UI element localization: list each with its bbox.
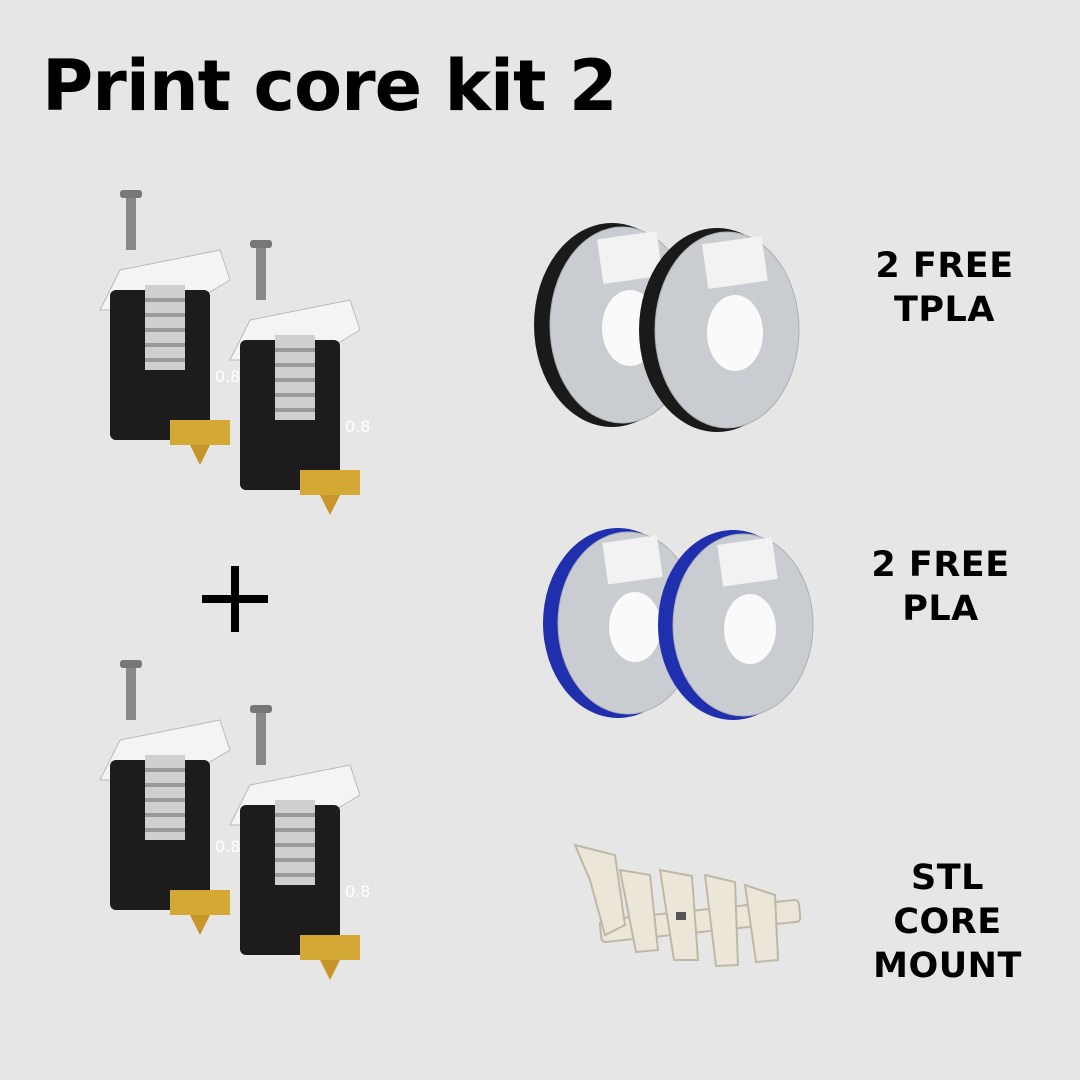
- print-core: 0.8: [99, 660, 240, 935]
- nozzle-size-label: 0.8: [345, 417, 370, 436]
- print-core: 0.8: [229, 705, 370, 980]
- tpla-spools: [530, 220, 830, 440]
- pla-spools: [540, 525, 840, 725]
- tpla-label: 2 FREE TPLA: [875, 246, 1014, 330]
- print-core-pair-top: 0.8 0.8: [99, 190, 410, 520]
- spool: [658, 530, 814, 720]
- nozzle-size-label: 0.8: [215, 837, 240, 856]
- stl-core-mount-label: STL CORE MOUNT: [873, 858, 1022, 986]
- nozzle-size-label: 0.8: [215, 367, 240, 386]
- print-core: 0.8: [229, 240, 370, 515]
- spool: [639, 228, 800, 432]
- page-title: Print core kit 2: [42, 45, 618, 127]
- pla-label: 2 FREE PLA: [871, 545, 1010, 629]
- stl-core-mount: [570, 840, 810, 990]
- print-core: 0.8: [99, 190, 240, 465]
- print-core-pair-bottom: 0.8 0.8: [99, 660, 410, 990]
- plus-icon: [202, 566, 268, 632]
- spool: [543, 528, 699, 718]
- nozzle-size-label: 0.8: [345, 882, 370, 901]
